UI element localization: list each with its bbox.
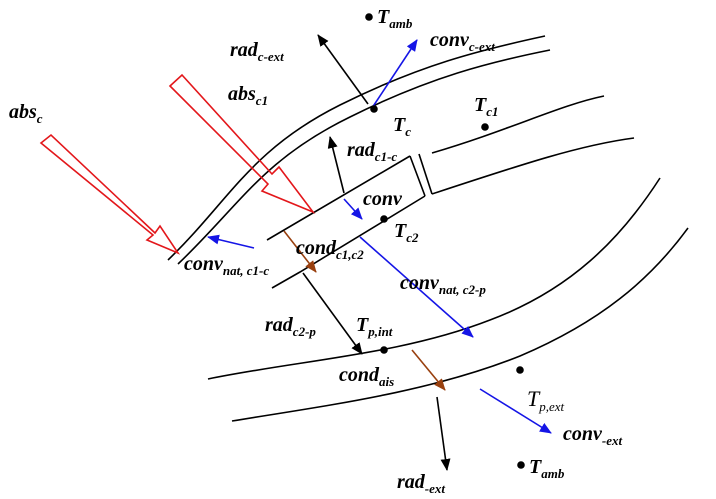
rad-c-ext-arrow [317, 34, 369, 105]
rad-c2-p-arrow [302, 272, 363, 355]
rad-c2-p-label: radc2-p [265, 314, 316, 339]
t-p-int-label: Tp,int [356, 314, 393, 339]
t-c-dot [370, 105, 378, 113]
inner-cover-gap-left [409, 155, 426, 197]
conv-arrow [343, 198, 363, 220]
inner-cover-upper-line [266, 95, 605, 241]
t-amb-top-dot [365, 13, 373, 21]
abs-c1-label: absc1 [228, 83, 268, 108]
rad-c1-c-label: radc1-c [347, 139, 397, 164]
conv-nat-c1-c-arrow [207, 234, 255, 249]
t-c1-label: Tc1 [474, 94, 499, 119]
t-amb-bottom-label: Tamb [529, 456, 565, 481]
conv-nat-c2-p-label: convnat, c2-p [400, 272, 486, 297]
rad-ext-label: rad-ext [397, 471, 445, 496]
conv-ext-arrow [479, 388, 552, 434]
conv-label: conv [363, 188, 403, 210]
inner-cover-gap-right [418, 153, 433, 195]
t-c-label: Tc [393, 114, 411, 139]
conv-nat-c1-c-label: convnat, c1-c [184, 253, 269, 278]
t-c2-dot [380, 215, 388, 223]
rad-c-ext-label: radc-ext [230, 39, 284, 64]
pipe-outer-wall [231, 227, 689, 422]
rad-ext-arrow [436, 396, 451, 471]
abs-c-arrow [39, 133, 181, 255]
cond-c1-c2-label: condc1,c2 [296, 237, 364, 262]
conv-nat-c2-p-arrow [359, 236, 474, 338]
abs-c1-arrow [168, 73, 316, 214]
pipe-inner-wall [207, 177, 661, 380]
t-p-int-dot [380, 346, 388, 354]
conv-ext-label: conv-ext [563, 423, 622, 448]
abs-c-label: absc [9, 101, 43, 126]
t-amb-bottom-dot [517, 461, 525, 469]
cond-ais-label: condais [339, 364, 394, 389]
t-c2-label: Tc2 [394, 220, 419, 245]
outer-cover-outer-line [167, 35, 546, 261]
t-amb-top-label: Tamb [377, 6, 413, 31]
cond-ais-arrow [411, 349, 446, 391]
inner-cover-lower-line [271, 137, 635, 289]
rad-c1-c-arrow [327, 136, 345, 194]
t-p-ext-dot [516, 366, 524, 374]
outer-cover-inner-line [177, 49, 551, 265]
cond-c1-c2-arrow [283, 230, 317, 273]
t-p-ext-label: Tp,ext [527, 386, 565, 414]
t-c1-dot [481, 123, 489, 131]
conv-c-ext-label: convc-ext [430, 29, 495, 54]
conv-c-ext-arrow [371, 39, 418, 109]
